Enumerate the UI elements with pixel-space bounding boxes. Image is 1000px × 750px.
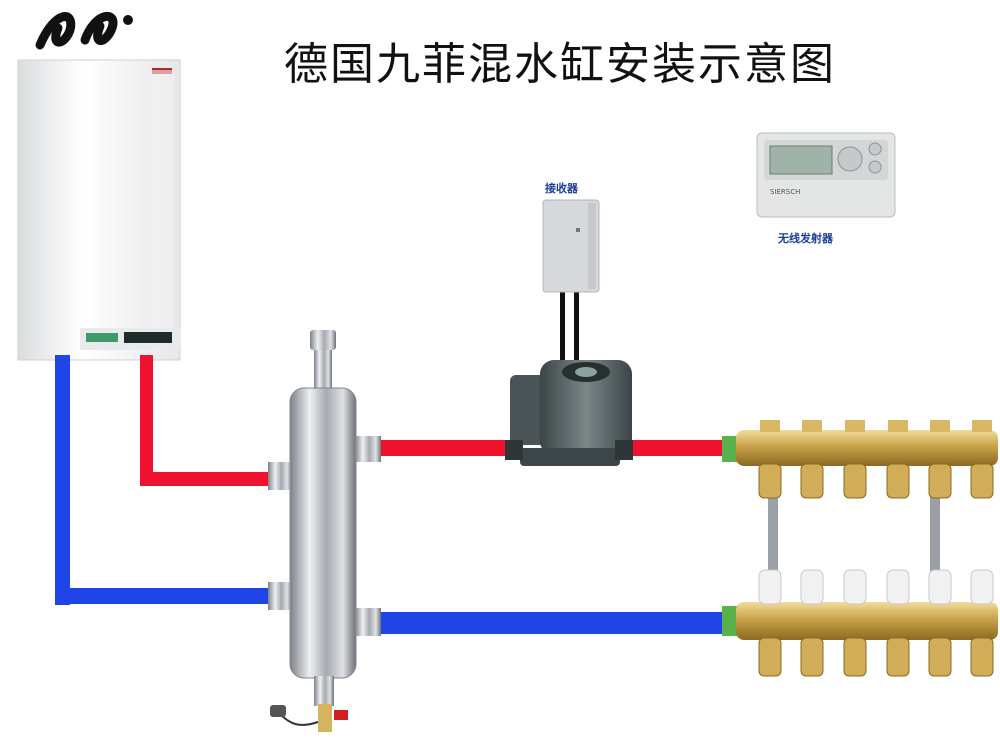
boiler-hot-pipe	[140, 355, 270, 486]
supply-outlet	[843, 463, 867, 499]
supply-outlet	[928, 463, 952, 499]
supply-hot-pipe	[380, 440, 510, 456]
return-outlet	[886, 637, 910, 677]
supply-valve-cap	[845, 420, 865, 432]
supply-valve-cap	[760, 420, 780, 432]
brand-logo	[35, 11, 133, 50]
supply-valve-cap	[930, 420, 950, 432]
wireless-transmitter: SIERSCH	[756, 132, 896, 218]
return-flow-cap	[886, 569, 910, 605]
return-outlet	[843, 637, 867, 677]
receiver-device	[542, 199, 600, 293]
supply-valve-cap	[972, 420, 992, 432]
thermostat-brand: SIERSCH	[770, 188, 800, 196]
page-title: 德国九菲混水缸安装示意图	[284, 39, 836, 90]
floor-heating-manifold	[722, 420, 998, 677]
supply-outlet	[758, 463, 782, 499]
hydraulic-separator	[268, 330, 381, 732]
wall-boiler	[17, 59, 181, 361]
return-union	[722, 606, 738, 636]
return-flow-cap	[843, 569, 867, 605]
boiler-cold-pipe	[55, 355, 270, 605]
return-flow-cap	[928, 569, 952, 605]
supply-hot-pipe-2	[630, 440, 722, 456]
return-outlet	[970, 637, 994, 677]
transmitter-label: 无线发射器	[778, 232, 833, 245]
supply-union	[722, 436, 738, 462]
return-flow-cap	[758, 569, 782, 605]
return-outlet	[758, 637, 782, 677]
supply-valve-cap	[802, 420, 822, 432]
circulation-pump	[505, 290, 633, 466]
supply-outlet	[886, 463, 910, 499]
return-outlet	[928, 637, 952, 677]
supply-outlet	[970, 463, 994, 499]
return-outlet	[800, 637, 824, 677]
return-cold-pipe	[380, 612, 722, 634]
supply-valve-cap	[888, 420, 908, 432]
supply-outlet	[800, 463, 824, 499]
receiver-label: 接收器	[545, 182, 578, 195]
return-flow-cap	[970, 569, 994, 605]
return-flow-cap	[800, 569, 824, 605]
